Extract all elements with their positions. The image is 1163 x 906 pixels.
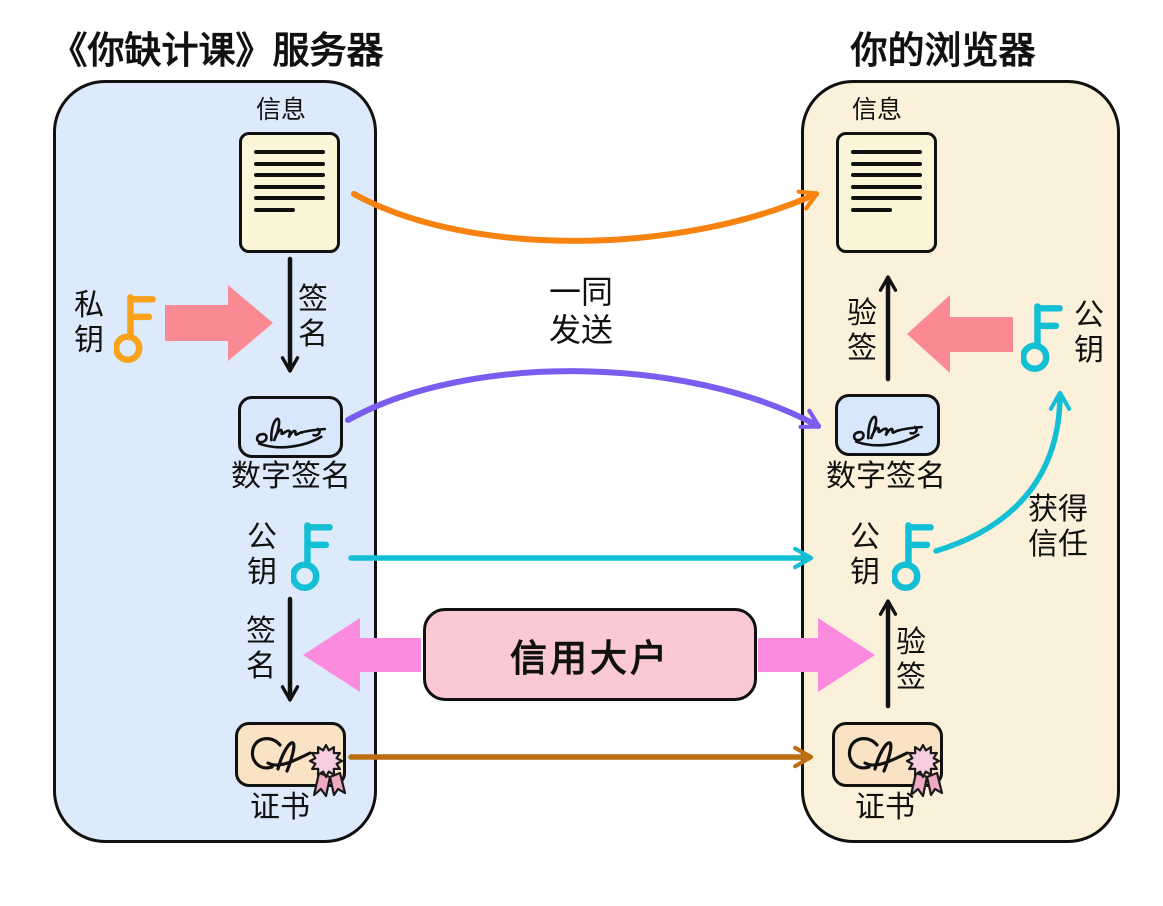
private-key-label: 私钥 [74, 289, 104, 358]
gain-trust-label: 获得信任 [1028, 493, 1088, 562]
trust-authority-box: 信用大户 [423, 608, 757, 701]
message-document-icon [836, 132, 937, 253]
verify-label: 验签 [847, 297, 877, 366]
verify-label: 验签 [896, 626, 926, 695]
private-key-icon [114, 294, 156, 363]
digital-signature-icon [835, 394, 940, 456]
public-key-label: 公钥 [850, 521, 880, 590]
document-text-lines [254, 150, 325, 212]
digital-signature-icon [238, 396, 343, 458]
signature-transfer-arrow [345, 368, 822, 429]
public-key-icon [892, 522, 934, 591]
ca-certificate-icon [832, 722, 944, 798]
rosette-ribbon-icon [905, 743, 944, 798]
ca-certificate-icon [235, 722, 347, 798]
document-text-lines [851, 150, 922, 212]
public-key-icon [291, 522, 333, 591]
rosette-ribbon-icon [308, 743, 347, 798]
digital-signature-label: 数字签名 [231, 460, 351, 493]
sign-label: 签名 [246, 615, 276, 684]
public-key-icon [1021, 303, 1063, 372]
public-key-label: 公钥 [1074, 299, 1104, 368]
browser-title: 你的浏览器 [850, 30, 1036, 71]
trust-authority-label: 信用大户 [510, 637, 670, 679]
send-together-label: 一同发送 [548, 274, 613, 348]
message-transfer-arrow [351, 189, 820, 244]
message-document-icon [239, 132, 340, 253]
server-title: 《你缺计课》服务器 [50, 30, 384, 71]
certificate-label: 证书 [855, 791, 915, 824]
message-label: 信息 [851, 96, 903, 124]
digital-signature-label: 数字签名 [826, 460, 946, 493]
public-key-label: 公钥 [247, 521, 277, 590]
sign-label: 签名 [298, 283, 328, 352]
message-label: 信息 [255, 96, 307, 124]
certificate-label: 证书 [250, 791, 310, 824]
